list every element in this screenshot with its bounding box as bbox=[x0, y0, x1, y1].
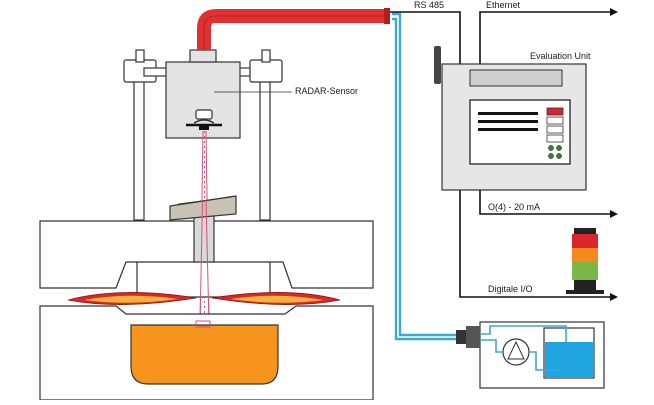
antenna-icon bbox=[434, 46, 441, 84]
arrowheads bbox=[610, 8, 618, 301]
ethernet-arrow-icon bbox=[610, 8, 618, 16]
evaluation-unit-label: Evaluation Unit bbox=[530, 51, 591, 61]
digital-io-label: Digitale I/O bbox=[488, 284, 533, 294]
rs485-cable bbox=[197, 9, 386, 50]
radar-sensor bbox=[165, 49, 241, 139]
screen-text-lines bbox=[478, 112, 538, 131]
cooling-unit bbox=[456, 321, 605, 389]
signal-tower-icon bbox=[566, 228, 604, 294]
rs485-label: RS 485 bbox=[414, 0, 445, 10]
radar-beam-overlay bbox=[199, 199, 210, 326]
air-hoses bbox=[392, 12, 456, 341]
evaluation-unit bbox=[434, 46, 587, 191]
burner-flames bbox=[67, 292, 341, 305]
rs485-cable-connector bbox=[384, 8, 390, 24]
unit-keypad bbox=[546, 107, 564, 159]
ethernet-label: Ethernet bbox=[486, 0, 521, 10]
analog-output-label: O(4) - 20 mA bbox=[488, 202, 541, 212]
melt-bath bbox=[130, 324, 279, 385]
unit-status-display bbox=[469, 69, 563, 87]
crucible-body bbox=[39, 305, 374, 401]
pump-icon bbox=[502, 338, 530, 366]
observation-shaft bbox=[169, 195, 237, 263]
radar-antenna-icon bbox=[186, 109, 222, 130]
analog-arrow-icon bbox=[610, 210, 618, 218]
digital-arrow-icon bbox=[610, 293, 618, 301]
radar-sensor-label: RADAR-Sensor bbox=[295, 86, 359, 96]
